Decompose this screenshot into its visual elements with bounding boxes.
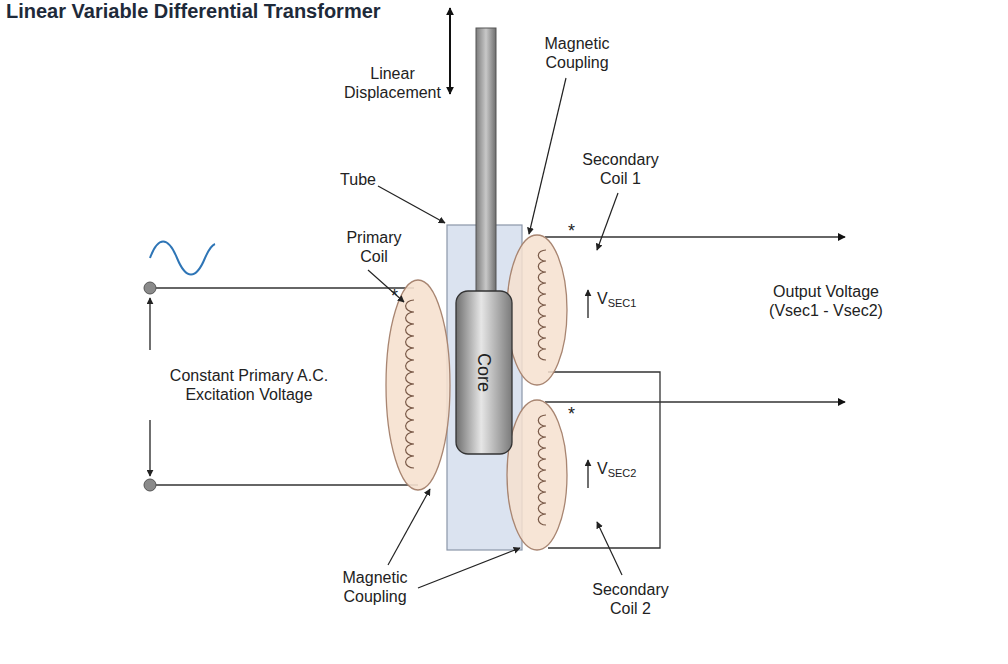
terminal [144, 479, 156, 491]
leader-line [597, 193, 618, 250]
coil-winding [538, 415, 546, 525]
part-label: Primary Coil [338, 228, 410, 266]
secondary-coil [507, 400, 567, 550]
coils [386, 235, 567, 550]
signal-name: VSEC2 [597, 459, 636, 483]
output-wire [545, 236, 845, 237]
displacement-arrow [449, 8, 451, 94]
sine-wave [150, 242, 215, 275]
coil-winding [538, 250, 546, 360]
part-label: Secondary Coil 1 [573, 150, 668, 188]
part-label: Linear Displacement [340, 64, 445, 102]
leader-line [597, 522, 622, 575]
signal-name: VSEC1 [597, 289, 636, 313]
leader-line [378, 186, 445, 223]
leader-line [529, 78, 566, 234]
primary-coil [386, 280, 450, 490]
core-label: Core [473, 353, 494, 392]
leader-line [368, 270, 404, 302]
voltage-arrow [587, 290, 588, 318]
voltage-arrow [149, 298, 150, 350]
polarity-dot: * [568, 222, 575, 241]
push-rod [476, 28, 496, 303]
part-label: Magnetic Coupling [532, 34, 622, 72]
voltage-arrow [149, 420, 150, 476]
part-label: Secondary Coil 2 [583, 580, 678, 618]
coil-winding [406, 300, 414, 468]
output-wire [545, 401, 845, 402]
leader-line [418, 548, 520, 588]
terminal [144, 282, 156, 294]
part-label: Tube [334, 170, 382, 189]
diagram-title: Linear Variable Differential Transformer [6, 0, 381, 22]
leader-line [388, 489, 430, 565]
wire [156, 287, 414, 288]
polarity-dot: * [391, 287, 398, 306]
signal-name: Output Voltage (Vsec1 - Vsec2) [760, 282, 892, 320]
voltage-arrow [587, 460, 588, 488]
polarity-dot: * [568, 405, 575, 424]
core-shape: Core [455, 290, 513, 455]
signal-name: Constant Primary A.C. Excitation Voltage [160, 366, 338, 404]
wire [156, 484, 418, 485]
core-body [456, 291, 512, 454]
part-label: Magnetic Coupling [330, 568, 420, 606]
secondary-coil [507, 235, 567, 385]
